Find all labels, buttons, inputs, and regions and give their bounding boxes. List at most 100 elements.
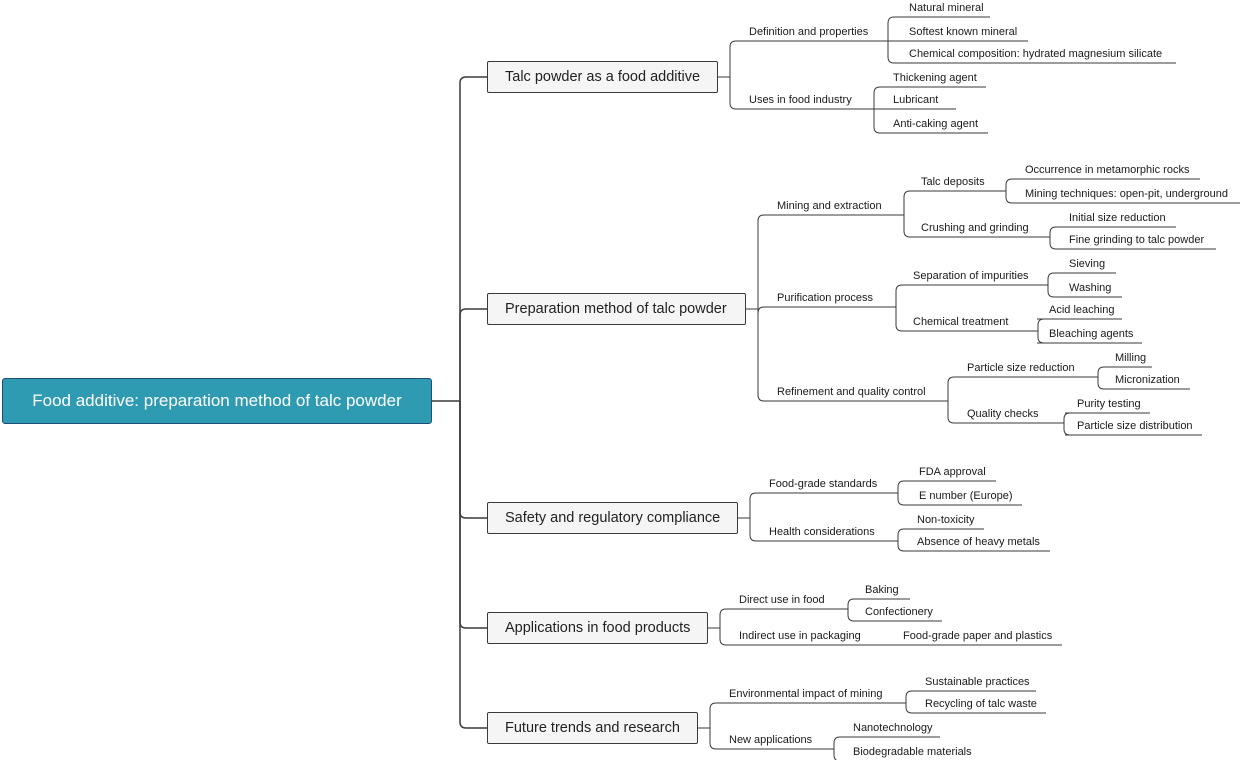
subtopic-label[interactable]: Refinement and quality control <box>777 386 926 398</box>
connector <box>749 518 757 542</box>
detail-label[interactable]: Absence of heavy metals <box>917 536 1040 548</box>
connector <box>897 480 907 493</box>
connector <box>719 608 727 628</box>
connector <box>459 308 487 401</box>
subtopic-label[interactable]: Health considerations <box>769 526 875 538</box>
detail-label[interactable]: Particle size reduction <box>967 362 1075 374</box>
detail-label[interactable]: Food-grade paper and plastics <box>903 630 1053 642</box>
leaf-label[interactable]: Mining techniques: open-pit, underground <box>1025 188 1229 200</box>
leaf-label[interactable]: Particle size distribution <box>1077 420 1193 432</box>
subtopic-label[interactable]: Mining and extraction <box>777 200 882 212</box>
leaf-label[interactable]: Milling <box>1115 352 1147 364</box>
root-node[interactable]: Food additive: preparation method of tal… <box>2 378 432 424</box>
leaf-label[interactable]: Bleaching agents <box>1049 328 1134 340</box>
leaf-label[interactable]: Acid leaching <box>1049 304 1115 316</box>
connector <box>757 309 765 402</box>
detail-label[interactable]: Quality checks <box>967 408 1039 420</box>
connector <box>1049 226 1057 237</box>
connector <box>1047 285 1057 298</box>
connector <box>897 493 907 506</box>
connector <box>1063 423 1071 436</box>
detail-label[interactable]: Crushing and grinding <box>921 222 1029 234</box>
connector <box>903 215 911 238</box>
connector <box>897 528 905 541</box>
connector <box>1049 237 1057 250</box>
connector <box>1097 377 1105 390</box>
detail-label[interactable]: Non-toxicity <box>917 514 975 526</box>
connector <box>719 628 727 646</box>
branch-node[interactable]: Future trends and research <box>487 712 698 744</box>
detail-label[interactable]: Baking <box>865 584 899 596</box>
detail-label[interactable]: Recycling of talc waste <box>925 698 1037 710</box>
detail-label[interactable]: Natural mineral <box>909 2 984 14</box>
connector <box>905 703 913 714</box>
connector <box>459 401 487 519</box>
connector <box>757 306 765 314</box>
subtopic-label[interactable]: Environmental impact of mining <box>729 688 883 700</box>
detail-label[interactable]: E number (Europe) <box>919 490 1013 502</box>
connector <box>847 598 855 609</box>
detail-label[interactable]: Softest known mineral <box>909 26 1018 38</box>
connector <box>1037 318 1045 331</box>
detail-label[interactable]: Thickening agent <box>893 72 977 84</box>
detail-label[interactable]: Nanotechnology <box>853 722 933 734</box>
connector <box>729 77 737 110</box>
subtopic-label[interactable]: Definition and properties <box>749 26 869 38</box>
connector <box>459 401 487 729</box>
connector <box>887 16 897 41</box>
connector <box>873 109 881 134</box>
detail-label[interactable]: Biodegradable materials <box>853 746 972 758</box>
subtopic-label[interactable]: New applications <box>729 734 813 746</box>
connector <box>833 736 841 749</box>
connector <box>709 702 717 728</box>
detail-label[interactable]: Chemical composition: hydrated magnesium… <box>909 48 1163 60</box>
subtopic-label[interactable]: Purification process <box>777 292 873 304</box>
leaf-label[interactable]: Initial size reduction <box>1069 212 1166 224</box>
connector <box>459 401 487 629</box>
leaf-label[interactable]: Occurrence in metamorphic rocks <box>1025 164 1190 176</box>
detail-label[interactable]: Chemical treatment <box>913 316 1009 328</box>
connector <box>947 401 955 424</box>
subtopic-label[interactable]: Direct use in food <box>739 594 825 606</box>
branch-node[interactable]: Safety and regulatory compliance <box>487 502 738 534</box>
subtopic-label[interactable]: Uses in food industry <box>749 94 852 106</box>
connector <box>757 214 765 309</box>
branch-node[interactable]: Preparation method of talc powder <box>487 293 746 325</box>
detail-label[interactable]: Lubricant <box>893 94 939 106</box>
leaf-label[interactable]: Sieving <box>1069 258 1106 270</box>
connector <box>873 86 881 109</box>
branch-node[interactable]: Applications in food products <box>487 612 708 644</box>
connector <box>895 307 903 332</box>
leaf-label[interactable]: Purity testing <box>1077 398 1141 410</box>
connector <box>1037 331 1045 344</box>
connector <box>1047 272 1057 285</box>
detail-label[interactable]: Anti-caking agent <box>893 118 978 130</box>
connector <box>1063 412 1071 423</box>
connector <box>1005 191 1013 204</box>
connector <box>847 609 855 622</box>
connector <box>947 376 955 401</box>
connector <box>749 492 757 518</box>
detail-label[interactable]: FDA approval <box>919 466 986 478</box>
leaf-label[interactable]: Washing <box>1069 282 1112 294</box>
subtopic-label[interactable]: Indirect use in packaging <box>739 630 861 642</box>
leaf-label[interactable]: Micronization <box>1115 374 1180 386</box>
connector <box>1005 178 1013 191</box>
detail-label[interactable]: Confectionery <box>865 606 933 618</box>
connector <box>897 541 905 552</box>
connector <box>895 284 903 307</box>
connector <box>1097 366 1105 377</box>
connector <box>905 690 913 703</box>
detail-label[interactable]: Separation of impurities <box>913 270 1029 282</box>
connector <box>887 41 897 64</box>
detail-label[interactable]: Talc deposits <box>921 176 985 188</box>
connector <box>729 40 737 77</box>
connector <box>903 190 911 215</box>
subtopic-label[interactable]: Food-grade standards <box>769 478 878 490</box>
leaf-label[interactable]: Fine grinding to talc powder <box>1069 234 1205 246</box>
detail-label[interactable]: Sustainable practices <box>925 676 1030 688</box>
connector <box>709 728 717 750</box>
branch-node[interactable]: Talc powder as a food additive <box>487 61 718 93</box>
